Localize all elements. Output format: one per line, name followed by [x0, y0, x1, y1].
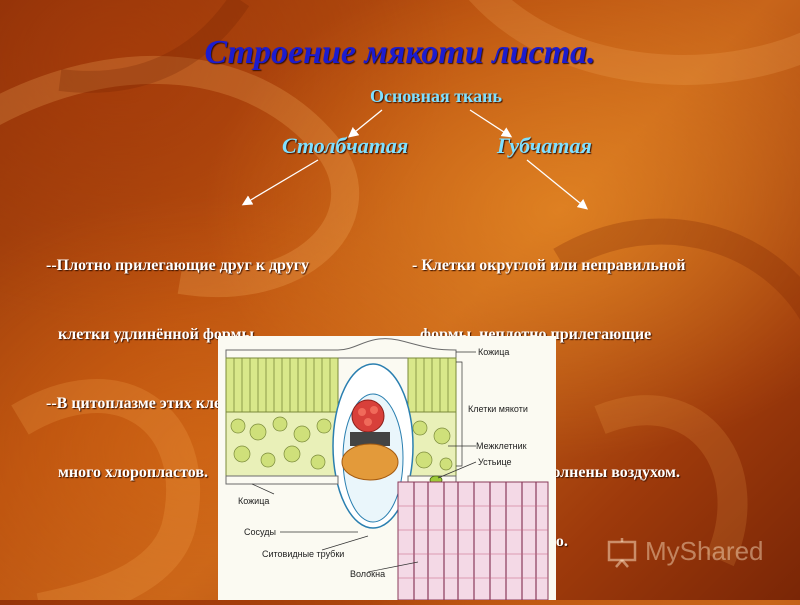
- label-intercellular: Межклетник: [476, 441, 527, 451]
- subtitle-main-tissue: Основная ткань: [369, 86, 503, 106]
- label-sieve-tubes: Ситовидные трубки: [262, 549, 344, 559]
- label-vessels: Сосуды: [244, 527, 276, 537]
- label-fibers: Волокна: [350, 569, 385, 579]
- palisade-line: много хлоропластов.: [46, 464, 209, 481]
- arrow-to-left-desc: [241, 159, 319, 206]
- label-stoma: Устьице: [478, 457, 512, 467]
- label-mesophyll: Клетки мякоти: [468, 404, 528, 414]
- arrow-to-spongy: [469, 109, 513, 138]
- type-palisade-label: Столбчатая: [282, 133, 409, 158]
- label-epidermis-top: Кожица: [478, 347, 509, 357]
- type-spongy-label: Губчатая: [497, 133, 592, 158]
- presentation-board-icon: [607, 538, 637, 568]
- palisade-line: клетки удлинённой формы.: [46, 326, 258, 343]
- tree-arrows: [241, 109, 589, 210]
- label-epidermis-bottom: Кожица: [238, 496, 269, 506]
- watermark-text: MyShared: [645, 536, 764, 566]
- leaf-diagram-svg: Кожица Клетки мякоти Межклетник Устьице …: [225, 338, 549, 601]
- arrow-to-palisade: [347, 109, 383, 138]
- spongy-line: - Клетки округлой или неправильной: [412, 257, 686, 274]
- leaf-cross-section-illustration: Кожица Клетки мякоти Межклетник Устьице …: [218, 336, 556, 601]
- arrow-to-right-desc: [526, 159, 589, 210]
- slide-title: Строение мякоти листа.: [204, 34, 596, 71]
- palisade-line: --Плотно прилегающие друг к другу: [46, 257, 309, 274]
- palisade-description: --Плотно прилегающие друг к другу клетки…: [46, 208, 318, 507]
